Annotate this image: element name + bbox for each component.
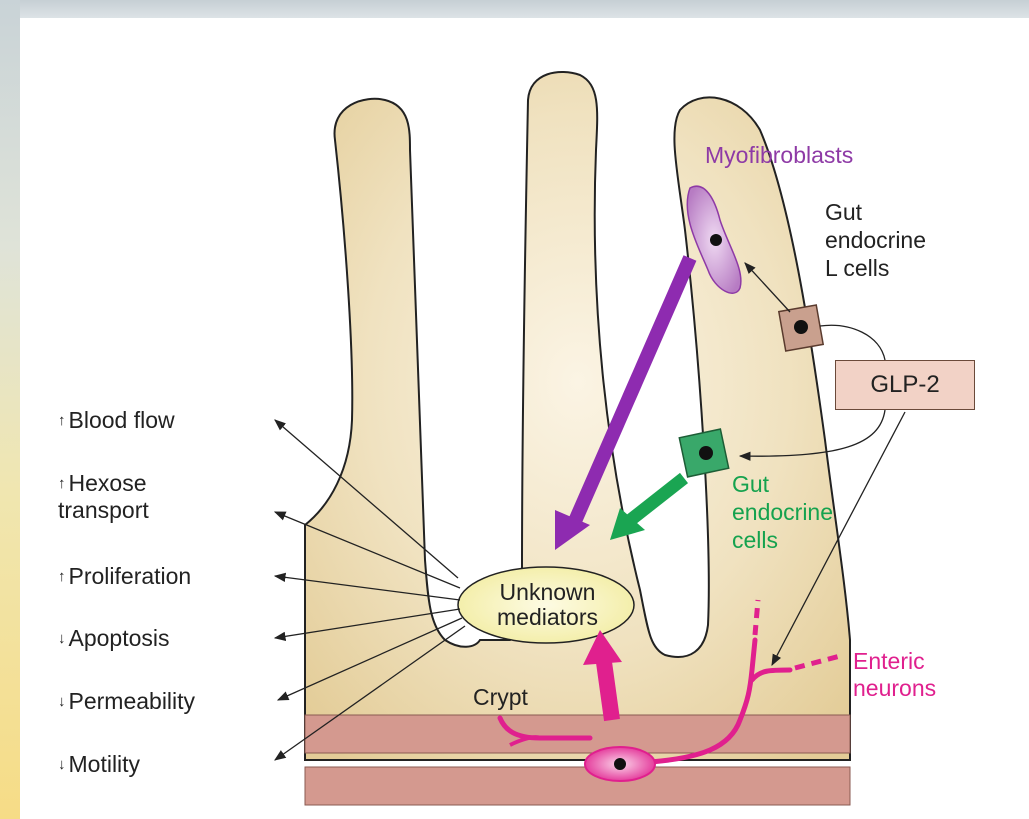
neuron-signal-arrow (603, 655, 612, 720)
effect-proliferation: ↑Proliferation (58, 563, 191, 590)
effect-permeability: ↓Permeability (58, 688, 195, 715)
gut-l-cells-label: Gut endocrine L cells (825, 198, 926, 282)
l-cell-nucleus (794, 320, 808, 334)
gut-endocrine-cells-label: Gut endocrine cells (732, 470, 833, 554)
gut-endocrine-cell-nucleus (699, 446, 713, 460)
muscle-band-lower (305, 767, 850, 805)
myofibroblasts-label: Myofibroblasts (705, 142, 853, 168)
enteric-neuron-nucleus (614, 758, 626, 770)
endocrine-signal-arrow (628, 478, 684, 522)
crypt-label: Crypt (473, 684, 528, 710)
effect-blood-flow: ↑Blood flow (58, 407, 175, 434)
villi-mucosa (305, 72, 850, 760)
effect-motility: ↓Motility (58, 751, 140, 778)
effect-apoptosis: ↓Apoptosis (58, 625, 170, 652)
unknown-mediators-label: Unknown mediators (455, 565, 640, 645)
glp2-box: GLP-2 (835, 360, 975, 410)
muscle-band-upper (305, 715, 850, 753)
effect-hexose-transport: ↑Hexose transport (58, 470, 149, 523)
glp2-label: GLP-2 (870, 371, 939, 399)
enteric-neurons-label: Enteric neurons (853, 648, 936, 702)
myofibroblast-nucleus (710, 234, 722, 246)
